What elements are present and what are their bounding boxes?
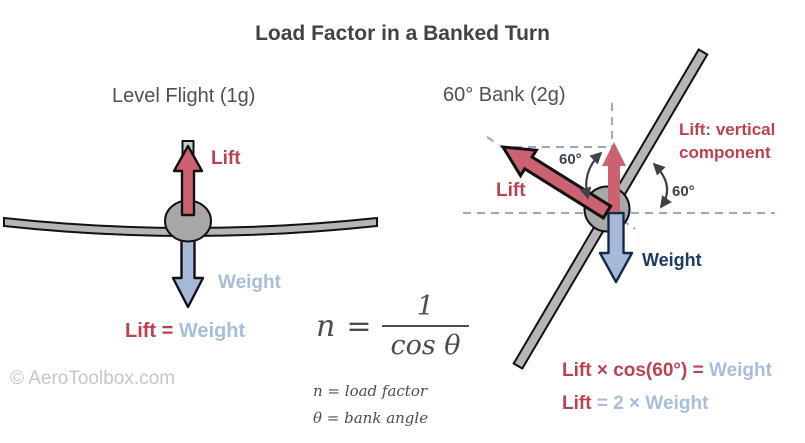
bank-angle-arc-right [652, 162, 672, 209]
formula-fraction: 1 cos θ [382, 291, 469, 361]
page-title: Load Factor in a Banked Turn [255, 22, 550, 45]
formula-legend-line1: n = load factor [313, 382, 428, 400]
lift-vertical-component-label: Lift: vertical component [679, 119, 775, 165]
lift-axis-extension-top [486, 136, 500, 146]
formula-legend-line2: θ = bank angle [313, 409, 429, 427]
banked-lift-label: Lift [496, 180, 526, 201]
banked-equation-1-rhs: Weight [708, 360, 772, 381]
level-flight-airplane [3, 140, 378, 309]
banked-equation-2-lhs: Lift [562, 393, 597, 414]
banked-airplane [463, 48, 775, 370]
formula-variable: n [316, 308, 336, 344]
banked-lift-arrow [500, 145, 613, 220]
formula-numerator: 1 [416, 291, 435, 322]
formula-legend: n = load factor θ = bank angle [313, 378, 428, 432]
level-lift-label: Lift [211, 148, 241, 169]
bank-angle-label-left: 60° [559, 151, 582, 168]
banked-weight-arrow [598, 211, 634, 284]
banked-equation-2-rhs: = 2 × Weight [596, 393, 709, 414]
banked-equation-1: Lift × cos(60°) = Weight [562, 360, 772, 382]
watermark: © AeroToolbox.com [10, 368, 176, 389]
load-factor-formula: n = 1 cos θ [316, 291, 469, 361]
banked-equation-2: Lift = 2 × Weight [562, 393, 708, 415]
lift-vertical-component-line1: Lift: vertical [679, 120, 776, 139]
lift-vertical-component-line2: component [679, 142, 771, 162]
formula-equals: = [346, 308, 372, 344]
level-wings [3, 216, 378, 237]
banked-turn-heading: 60° Bank (2g) [443, 84, 566, 106]
level-lift-arrow [172, 144, 204, 217]
bank-angle-label-right: 60° [672, 183, 695, 200]
level-weight-label: Weight [218, 272, 281, 293]
banked-weight-label: Weight [642, 250, 702, 270]
lift-vertical-component-arrow [602, 142, 626, 212]
bank-angle-arc-left [579, 151, 603, 200]
level-equation: Lift = Weight [125, 320, 245, 343]
formula-denominator: cos θ [382, 325, 469, 361]
level-equation-rhs: Weight [178, 320, 246, 342]
level-equation-lhs: Lift = [125, 320, 179, 342]
level-flight-heading: Level Flight (1g) [112, 85, 256, 107]
banked-equation-1-lhs: Lift × cos(60°) = [562, 360, 709, 381]
level-weight-arrow [171, 234, 205, 309]
